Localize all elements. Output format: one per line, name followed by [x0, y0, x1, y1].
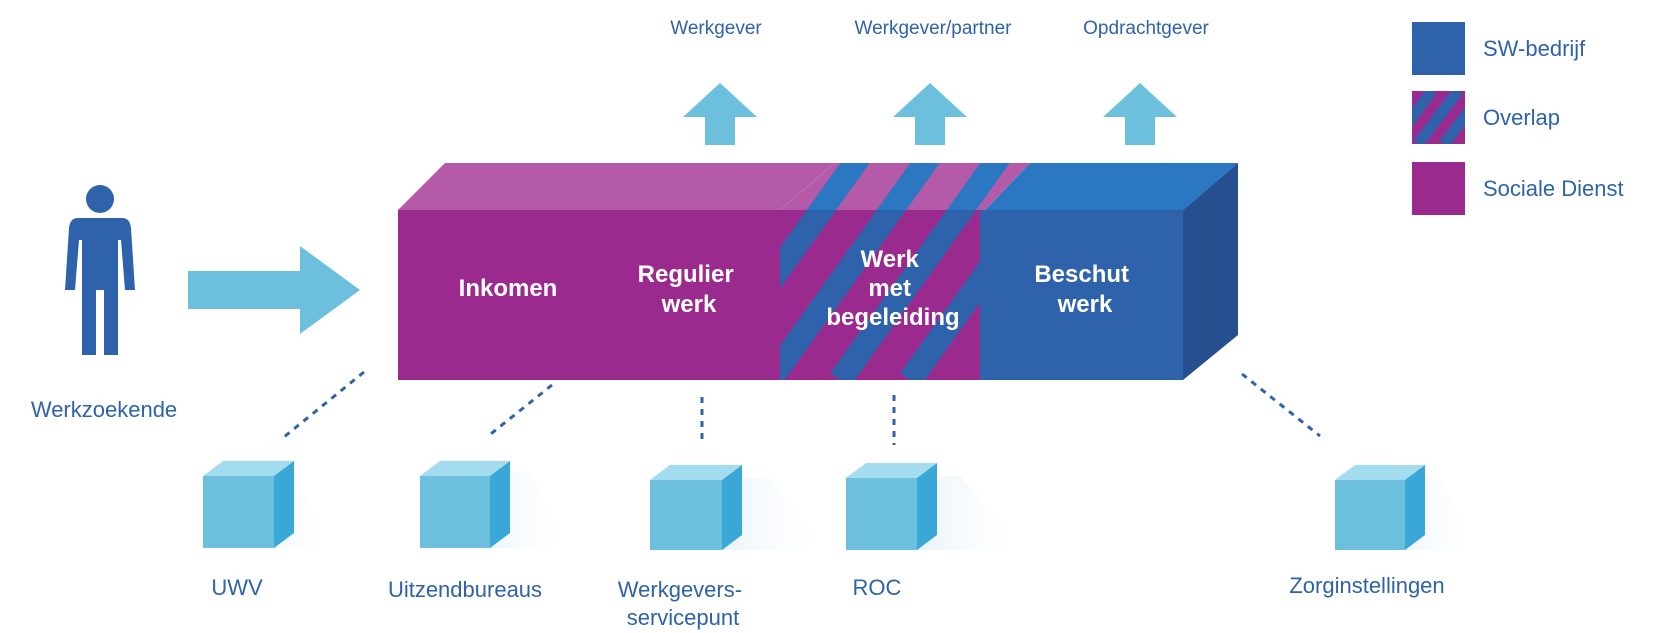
person-arrow	[188, 246, 360, 334]
legend-swatch-sociale-dienst	[1412, 162, 1465, 215]
legend-label-overlap: Overlap	[1483, 105, 1560, 130]
legend-item-overlap: Overlap	[1412, 91, 1560, 144]
block-front-overlap	[780, 210, 980, 380]
connector-uwv	[283, 370, 365, 439]
block-front-sw-bedrijf	[980, 210, 1183, 380]
label-roc: ROC	[853, 575, 902, 600]
label-werkgeversservicepunt: Werkgevers- servicepunt	[618, 577, 748, 630]
person-icon	[65, 185, 135, 355]
block-top-overlap	[780, 163, 1030, 210]
cube-werkgeversservicepunt	[650, 465, 830, 550]
block-top-sociale-dienst	[398, 163, 835, 210]
legend-swatch-sw-bedrijf	[1412, 22, 1465, 75]
up-arrow-werkgever-partner	[893, 83, 967, 145]
legend-item-sociale-dienst: Sociale Dienst	[1412, 162, 1624, 215]
connectors	[283, 370, 1321, 445]
legend-label-sociale-dienst: Sociale Dienst	[1483, 176, 1624, 201]
block-side	[1183, 163, 1238, 380]
cube-uwv	[203, 461, 330, 548]
up-arrow-werkgever	[683, 83, 757, 145]
label-uwv: UWV	[211, 575, 263, 600]
up-arrow-opdrachtgever	[1103, 83, 1177, 145]
cube-roc	[846, 463, 1030, 550]
label-uitzendbureaus: Uitzendbureaus	[388, 577, 542, 602]
werkzoekende-label: Werkzoekende	[31, 397, 177, 422]
werkzoekende: Werkzoekende	[31, 185, 177, 422]
label-zorginstellingen: Zorginstellingen	[1289, 573, 1444, 598]
label-werkgever: Werkgever	[670, 18, 762, 39]
label-opdrachtgever: Opdrachtgever	[1083, 18, 1209, 39]
legend-label-sw-bedrijf: SW-bedrijf	[1483, 36, 1586, 61]
cube-zorginstellingen	[1335, 465, 1480, 550]
main-block	[398, 163, 1238, 380]
connector-zorginstellingen	[1241, 372, 1321, 438]
legend-item-sw-bedrijf: SW-bedrijf	[1412, 22, 1586, 75]
segment-beschut-werk: Beschut werk	[1034, 261, 1135, 318]
block-front-sociale-dienst	[398, 210, 780, 380]
segment-inkomen: Inkomen	[459, 275, 558, 302]
connector-uitzendbureaus	[486, 383, 553, 439]
cube-uitzendbureaus	[420, 461, 570, 548]
legend: SW-bedrijf Overlap Sociale Dienst	[1412, 22, 1624, 215]
label-werkgever-partner: Werkgever/partner	[855, 18, 1013, 39]
legend-swatch-overlap	[1412, 91, 1465, 144]
segment-regulier-werk: Regulier werk	[638, 261, 741, 318]
segment-werk-met-begeleiding: Werk met begeleiding	[826, 246, 959, 331]
block-top-sw-bedrijf	[985, 163, 1238, 210]
